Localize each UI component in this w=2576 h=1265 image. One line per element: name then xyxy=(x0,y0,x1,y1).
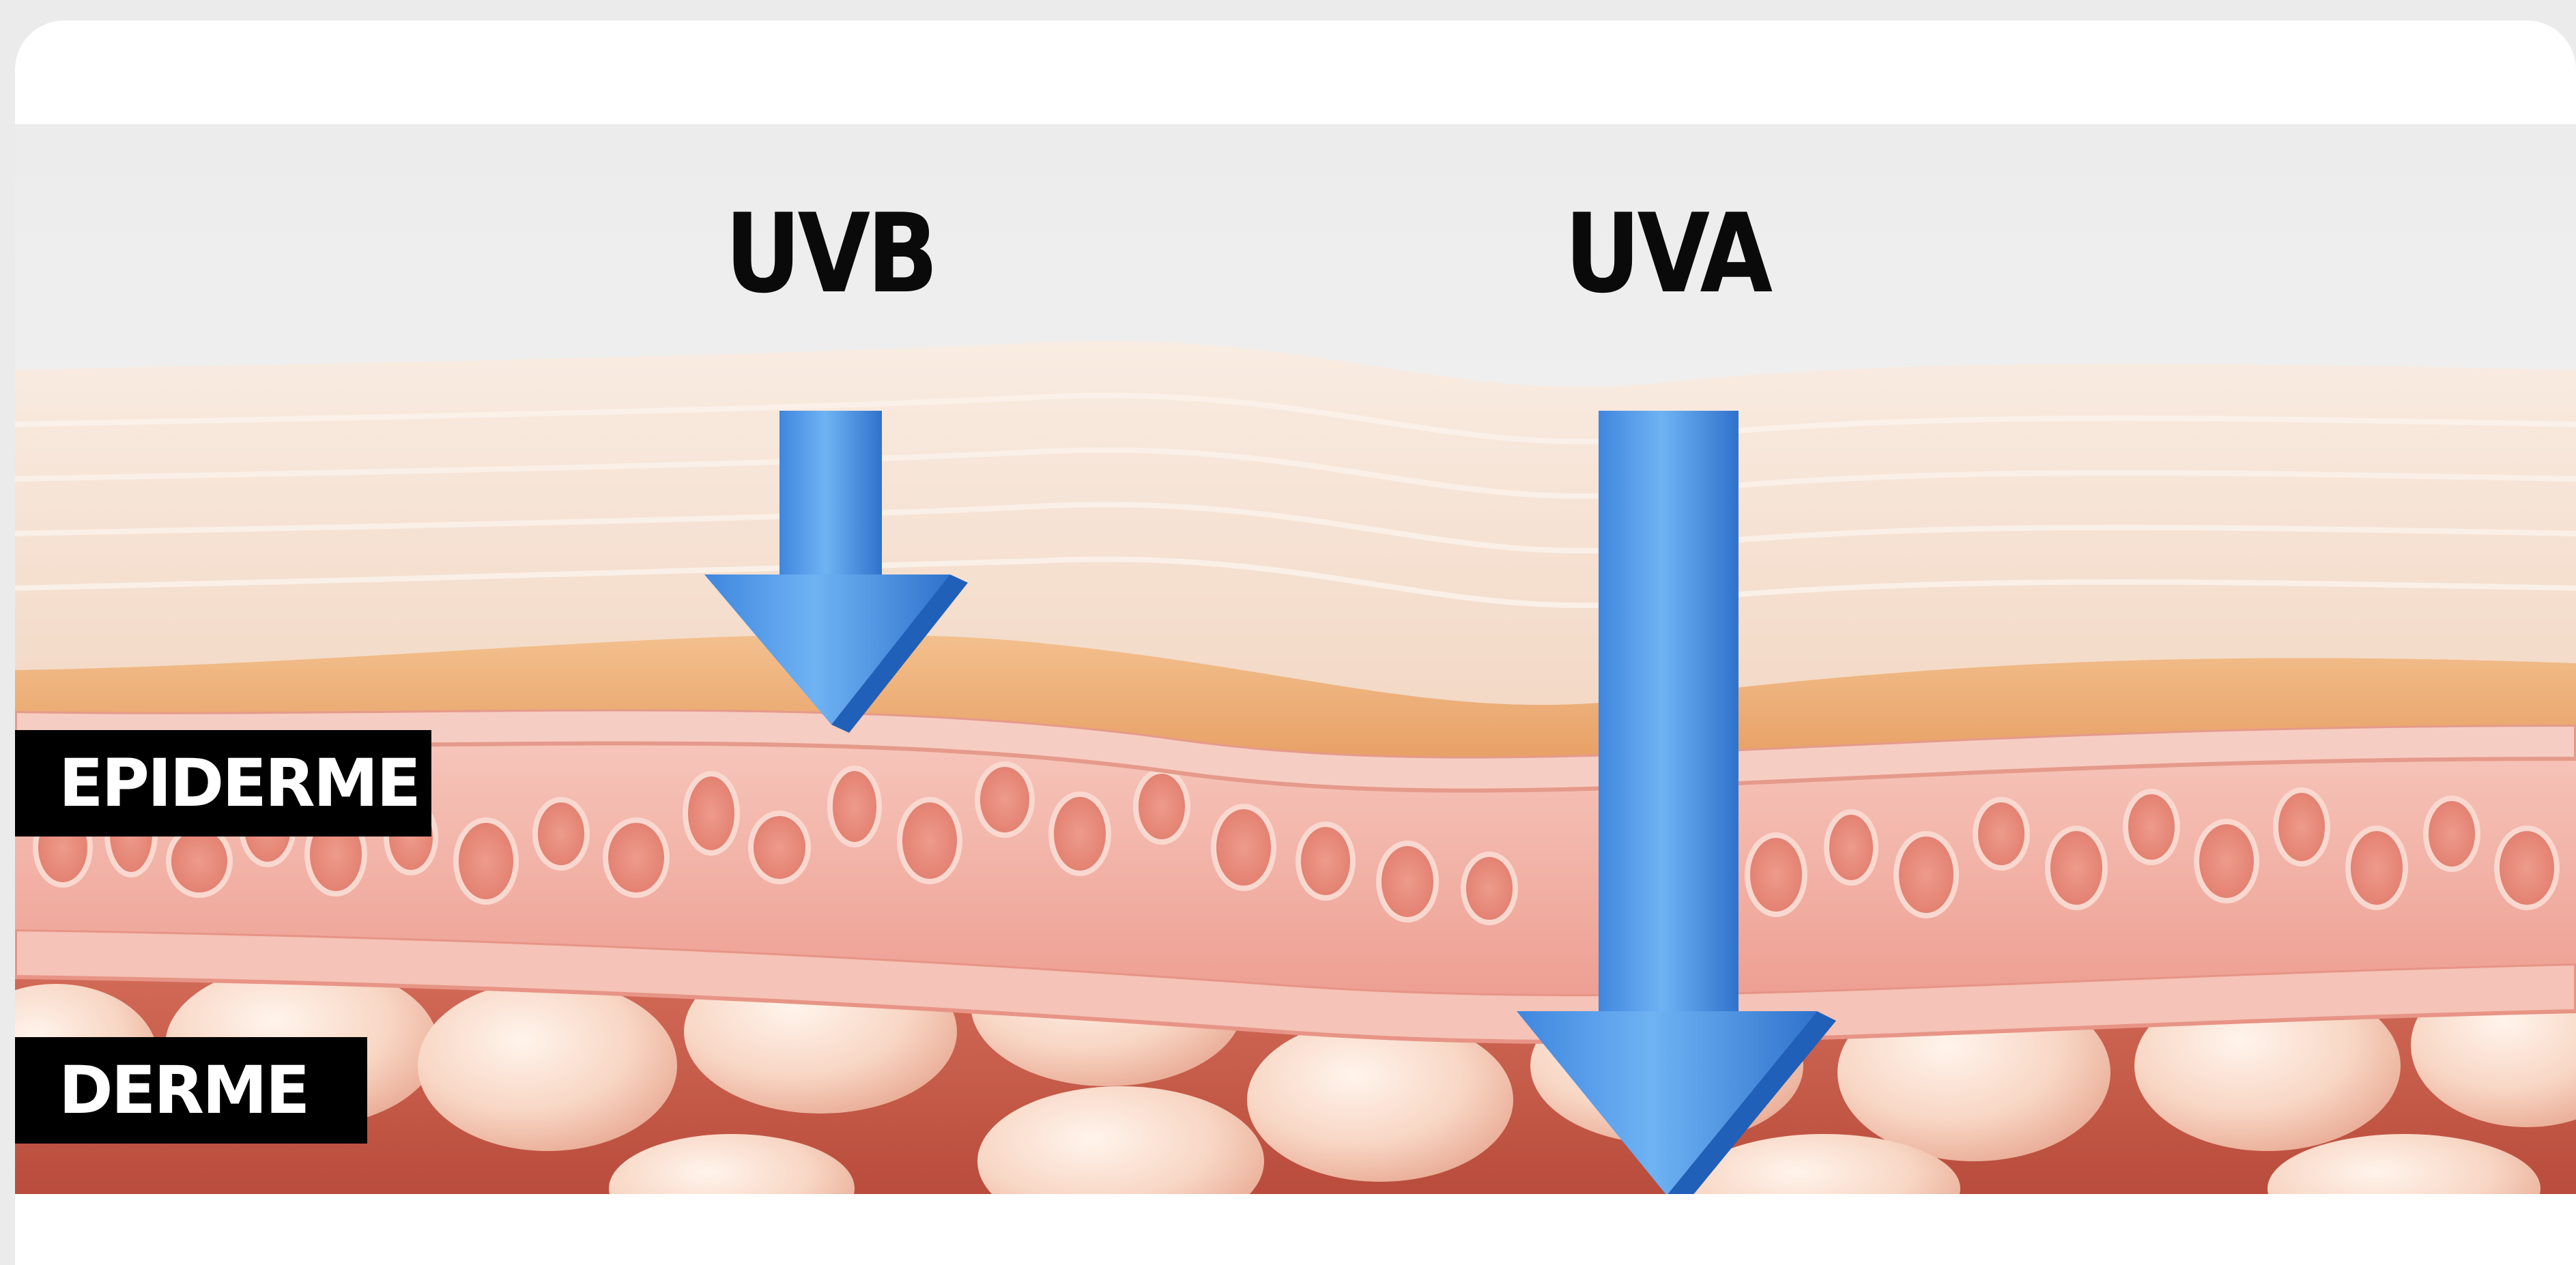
uvb-label: UVB xyxy=(725,186,935,322)
derme-layer-label: DERME xyxy=(15,1037,367,1144)
epiderme-layer-label: EPIDERME xyxy=(15,730,431,837)
skin-cross-section-illustration: UVB UVA EPIDERME DERME xyxy=(15,124,2576,1194)
skin-cross-section-svg xyxy=(15,124,2576,1194)
uva-label: UVA xyxy=(1564,186,1769,322)
diagram-card: UVB UVA EPIDERME DERME xyxy=(15,20,2576,1265)
